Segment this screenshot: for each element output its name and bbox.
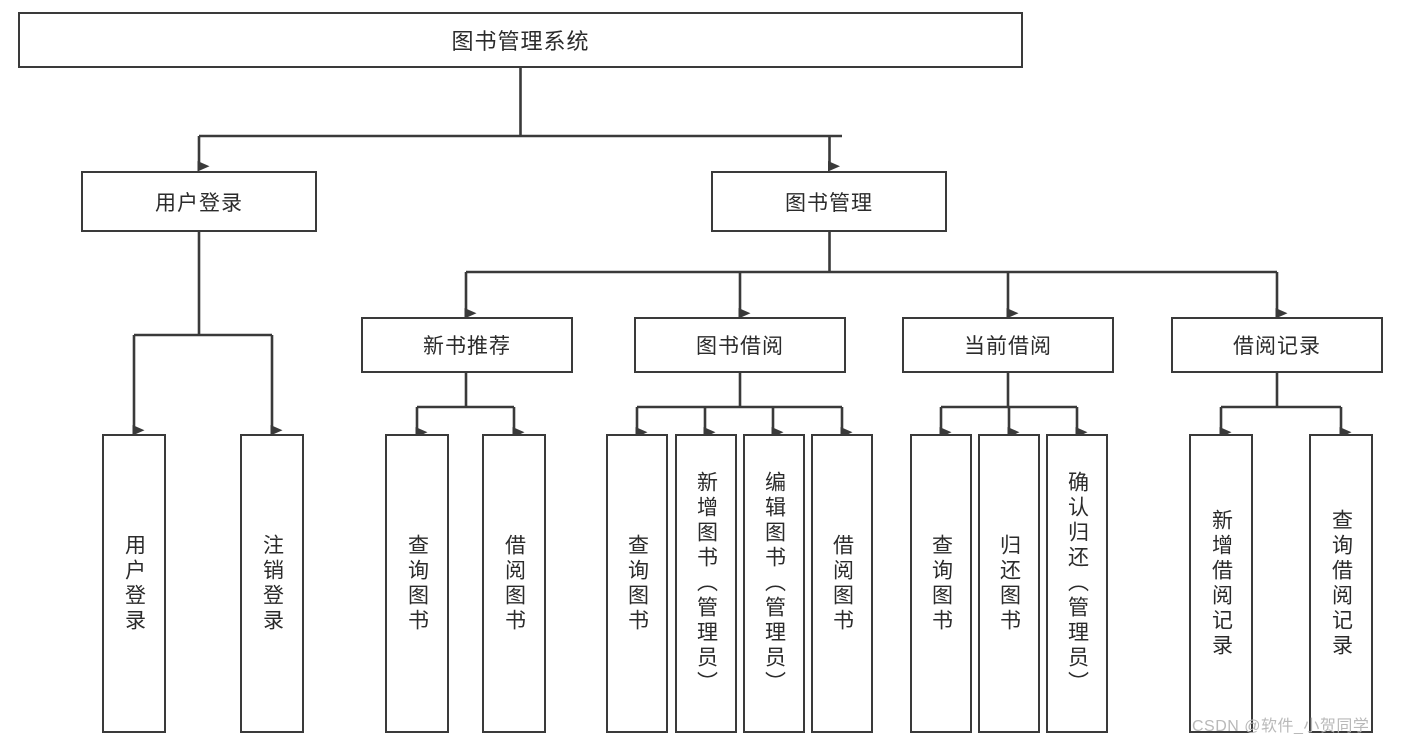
node-label: 编辑图书（管理员） [762, 471, 786, 696]
node-user-login[interactable]: 用户登录 [81, 171, 317, 232]
node-label: 注销登录 [260, 533, 284, 634]
leaf-borrow-query-book[interactable]: 查询图书 [606, 434, 668, 733]
leaf-record-add-record[interactable]: 新增借阅记录 [1189, 434, 1253, 733]
node-label: 新书推荐 [423, 335, 511, 358]
node-book-management[interactable]: 图书管理 [711, 171, 947, 232]
node-label: 借阅记录 [1233, 335, 1321, 358]
node-root-system[interactable]: 图书管理系统 [18, 12, 1023, 68]
node-new-book-recommend[interactable]: 新书推荐 [361, 317, 573, 373]
leaf-record-query-record[interactable]: 查询借阅记录 [1309, 434, 1373, 733]
leaf-current-return-book[interactable]: 归还图书 [978, 434, 1040, 733]
leaf-recommend-query-book[interactable]: 查询图书 [385, 434, 449, 733]
node-label: 新增借阅记录 [1209, 508, 1233, 659]
node-label: 用户登录 [122, 533, 146, 634]
leaf-user-login[interactable]: 用户登录 [102, 434, 166, 733]
node-label: 图书管理系统 [451, 29, 590, 54]
node-label: 查询图书 [405, 533, 429, 634]
node-label: 查询图书 [929, 533, 953, 634]
node-label: 新增图书（管理员） [694, 471, 718, 696]
node-label: 确认归还（管理员） [1065, 471, 1089, 696]
node-book-borrow[interactable]: 图书借阅 [634, 317, 846, 373]
node-label: 查询借阅记录 [1329, 508, 1353, 659]
node-label: 借阅图书 [830, 533, 854, 634]
leaf-recommend-borrow-book[interactable]: 借阅图书 [482, 434, 546, 733]
watermark: CSDN @软件_小贺同学 [1192, 718, 1370, 735]
node-label: 图书借阅 [696, 335, 784, 358]
leaf-borrow-edit-book-admin[interactable]: 编辑图书（管理员） [743, 434, 805, 733]
leaf-current-query-book[interactable]: 查询图书 [910, 434, 972, 733]
leaf-user-logout[interactable]: 注销登录 [240, 434, 304, 733]
node-label: 查询图书 [625, 533, 649, 634]
node-label: 归还图书 [997, 533, 1021, 634]
node-label: 用户登录 [155, 191, 243, 215]
node-current-borrow[interactable]: 当前借阅 [902, 317, 1114, 373]
leaf-borrow-add-book-admin[interactable]: 新增图书（管理员） [675, 434, 737, 733]
leaf-borrow-borrow-book[interactable]: 借阅图书 [811, 434, 873, 733]
node-borrow-record[interactable]: 借阅记录 [1171, 317, 1383, 373]
node-label: 当前借阅 [964, 335, 1052, 358]
leaf-current-confirm-return-admin[interactable]: 确认归还（管理员） [1046, 434, 1108, 733]
node-label: 图书管理 [785, 191, 873, 215]
node-label: 借阅图书 [502, 533, 526, 634]
